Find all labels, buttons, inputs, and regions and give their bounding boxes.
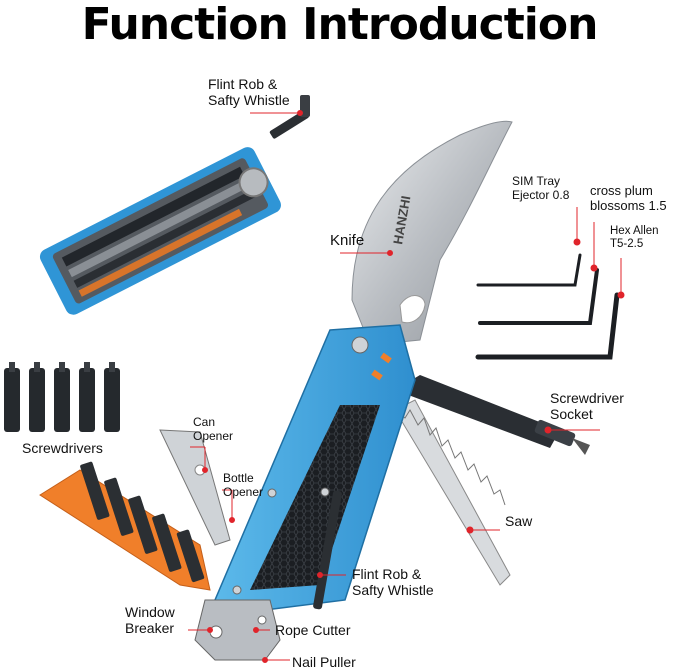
label-hex-allen: Hex Allen T5-2.5 — [610, 225, 659, 251]
label-saw: Saw — [505, 513, 533, 529]
handle-image — [194, 324, 416, 661]
knife-image: HANZHI — [351, 120, 513, 346]
label-screwdrivers: Screwdrivers — [22, 440, 103, 456]
opener-image — [159, 429, 231, 546]
socket-arm-image — [395, 375, 590, 455]
label-sim-tray: SIM Tray Ejector 0.8 — [512, 174, 570, 202]
callout-lines — [188, 110, 625, 663]
allen-keys-image — [475, 253, 620, 360]
page-title: Function Introduction — [81, 0, 599, 50]
bit-holder-image — [39, 461, 211, 591]
flint-rod-image-bottom — [313, 490, 342, 610]
label-rope-cutter: Rope Cutter — [275, 622, 351, 638]
label-knife: Knife — [330, 232, 365, 249]
label-bottle-opener: Bottle Opener — [223, 471, 264, 499]
label-flint-top: Flint Rob & Safty Whistle — [208, 76, 290, 109]
label-screwdriver-socket: Screwdriver Socket — [550, 390, 624, 423]
label-nail-puller: Nail Puller — [292, 654, 356, 670]
label-can-opener: Can Opener — [193, 415, 234, 443]
label-cross-plum: cross plum blossoms 1.5 — [590, 183, 667, 213]
folded-tool-image — [39, 147, 281, 315]
screwdriver-bits-image — [4, 362, 120, 432]
label-window-breaker: Window Breaker — [125, 604, 175, 637]
saw-image — [394, 399, 511, 586]
label-flint-bottom: Flint Rob & Safty Whistle — [352, 566, 434, 599]
